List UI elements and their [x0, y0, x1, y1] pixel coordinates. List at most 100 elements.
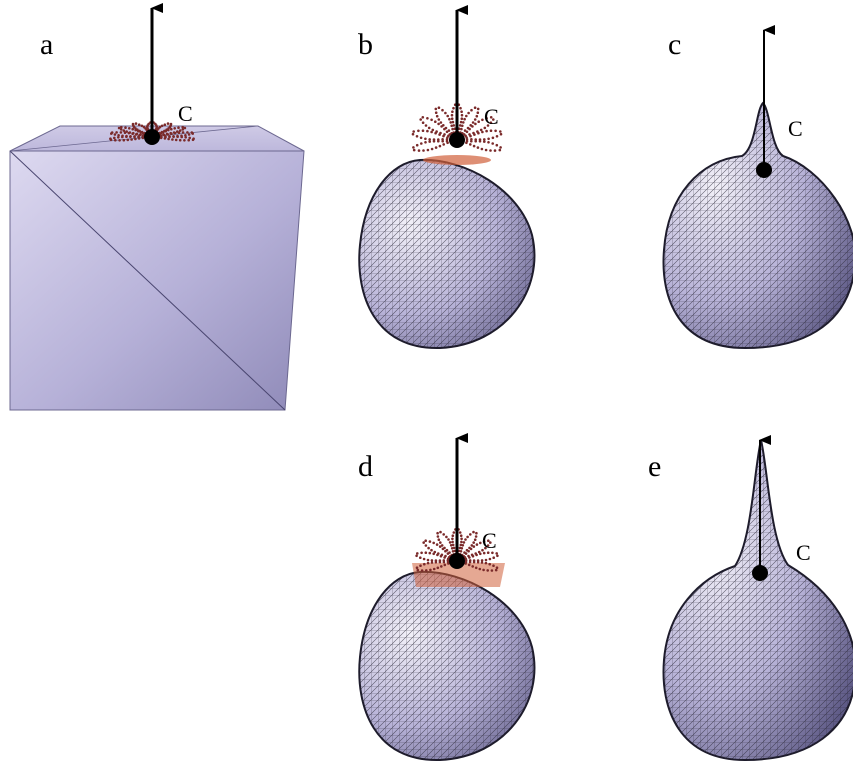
field-dot	[460, 537, 463, 541]
field-dot	[169, 122, 173, 126]
field-dot	[479, 541, 482, 545]
field-dot	[475, 553, 478, 557]
field-dot	[444, 111, 447, 115]
field-dot	[439, 541, 442, 544]
field-dot	[163, 123, 167, 126]
field-dot	[460, 110, 463, 113]
field-dot	[448, 541, 452, 544]
field-dot	[166, 122, 170, 125]
field-dot	[441, 108, 444, 112]
field-dot	[468, 556, 471, 559]
field-dot	[484, 561, 488, 565]
field-dot	[119, 131, 123, 134]
field-dot	[171, 138, 174, 141]
field-dot	[473, 538, 477, 541]
field-dot	[459, 120, 463, 124]
field-dot	[495, 135, 499, 138]
field-dot	[426, 561, 430, 565]
field-dot	[474, 139, 478, 143]
field-dot	[186, 131, 189, 134]
field-dot	[460, 113, 464, 117]
field-dot	[458, 124, 462, 127]
field-dot	[117, 134, 120, 137]
field-dot	[489, 121, 493, 124]
field-dot	[445, 535, 448, 539]
field-dot	[184, 136, 187, 139]
panel-letter-c: c	[668, 28, 681, 61]
field-dot	[446, 114, 450, 118]
field-dot	[439, 530, 442, 534]
field-dot	[447, 538, 450, 541]
field-dot	[464, 562, 467, 565]
field-dot	[487, 141, 490, 144]
field-dot	[441, 139, 445, 143]
field-dot	[461, 544, 465, 547]
field-dot	[470, 108, 473, 112]
field-dot	[130, 138, 133, 141]
field-dot	[492, 118, 495, 121]
field-dot	[140, 124, 144, 128]
field-dot	[426, 117, 429, 120]
field-dot	[137, 123, 141, 126]
field-dot	[481, 118, 484, 122]
field-dot	[465, 114, 468, 118]
field-dot	[445, 548, 449, 552]
field-dot	[499, 130, 502, 133]
field-dot	[424, 544, 428, 547]
point-c-a	[144, 129, 160, 145]
field-dot	[441, 138, 444, 141]
field-dot	[437, 118, 441, 121]
field-dot	[450, 117, 454, 120]
field-dot	[412, 130, 416, 133]
field-dot	[428, 138, 432, 141]
field-dot	[484, 546, 487, 550]
field-dot	[471, 125, 474, 128]
field-dot	[443, 133, 446, 136]
field-dot	[115, 131, 118, 134]
field-dot	[426, 148, 430, 152]
field-dot	[483, 138, 486, 141]
panel-e: C e	[648, 435, 853, 762]
panel-letter-d: d	[358, 450, 373, 483]
field-dot	[481, 548, 484, 552]
field-dot	[444, 126, 448, 130]
field-dot	[431, 128, 435, 132]
field-dot	[136, 128, 139, 131]
field-dot	[188, 136, 191, 140]
field-dot	[481, 130, 484, 134]
field-dot	[437, 538, 441, 541]
field-dot	[439, 121, 443, 124]
field-dot	[450, 124, 454, 128]
field-dot	[134, 122, 138, 125]
field-dot	[424, 539, 428, 542]
panel-a: C a	[9, 3, 305, 411]
field-dot	[173, 127, 176, 130]
field-dot	[434, 107, 438, 111]
field-dot	[445, 130, 449, 134]
field-dot	[420, 569, 424, 572]
field-dot	[428, 140, 432, 143]
field-dot	[484, 148, 488, 152]
field-dot	[436, 531, 439, 535]
field-dot	[437, 138, 440, 141]
field-dot	[493, 149, 497, 152]
field-dot	[117, 126, 121, 130]
field-dot	[419, 556, 422, 559]
field-dot	[142, 125, 146, 129]
field-dot	[415, 554, 418, 558]
field-dot	[473, 118, 477, 121]
field-dot	[465, 141, 468, 145]
field-dot	[422, 541, 426, 544]
field-dot	[470, 138, 473, 141]
field-dot	[467, 563, 471, 567]
field-dot	[122, 129, 126, 132]
field-dot	[167, 128, 170, 132]
field-dot	[140, 130, 144, 134]
field-dot	[421, 121, 425, 124]
field-dot	[476, 146, 480, 149]
field-dot	[421, 129, 425, 132]
field-dot	[430, 559, 434, 562]
field-dot	[448, 551, 451, 554]
field-dot	[428, 551, 432, 555]
panel-letter-e: e	[648, 450, 661, 483]
